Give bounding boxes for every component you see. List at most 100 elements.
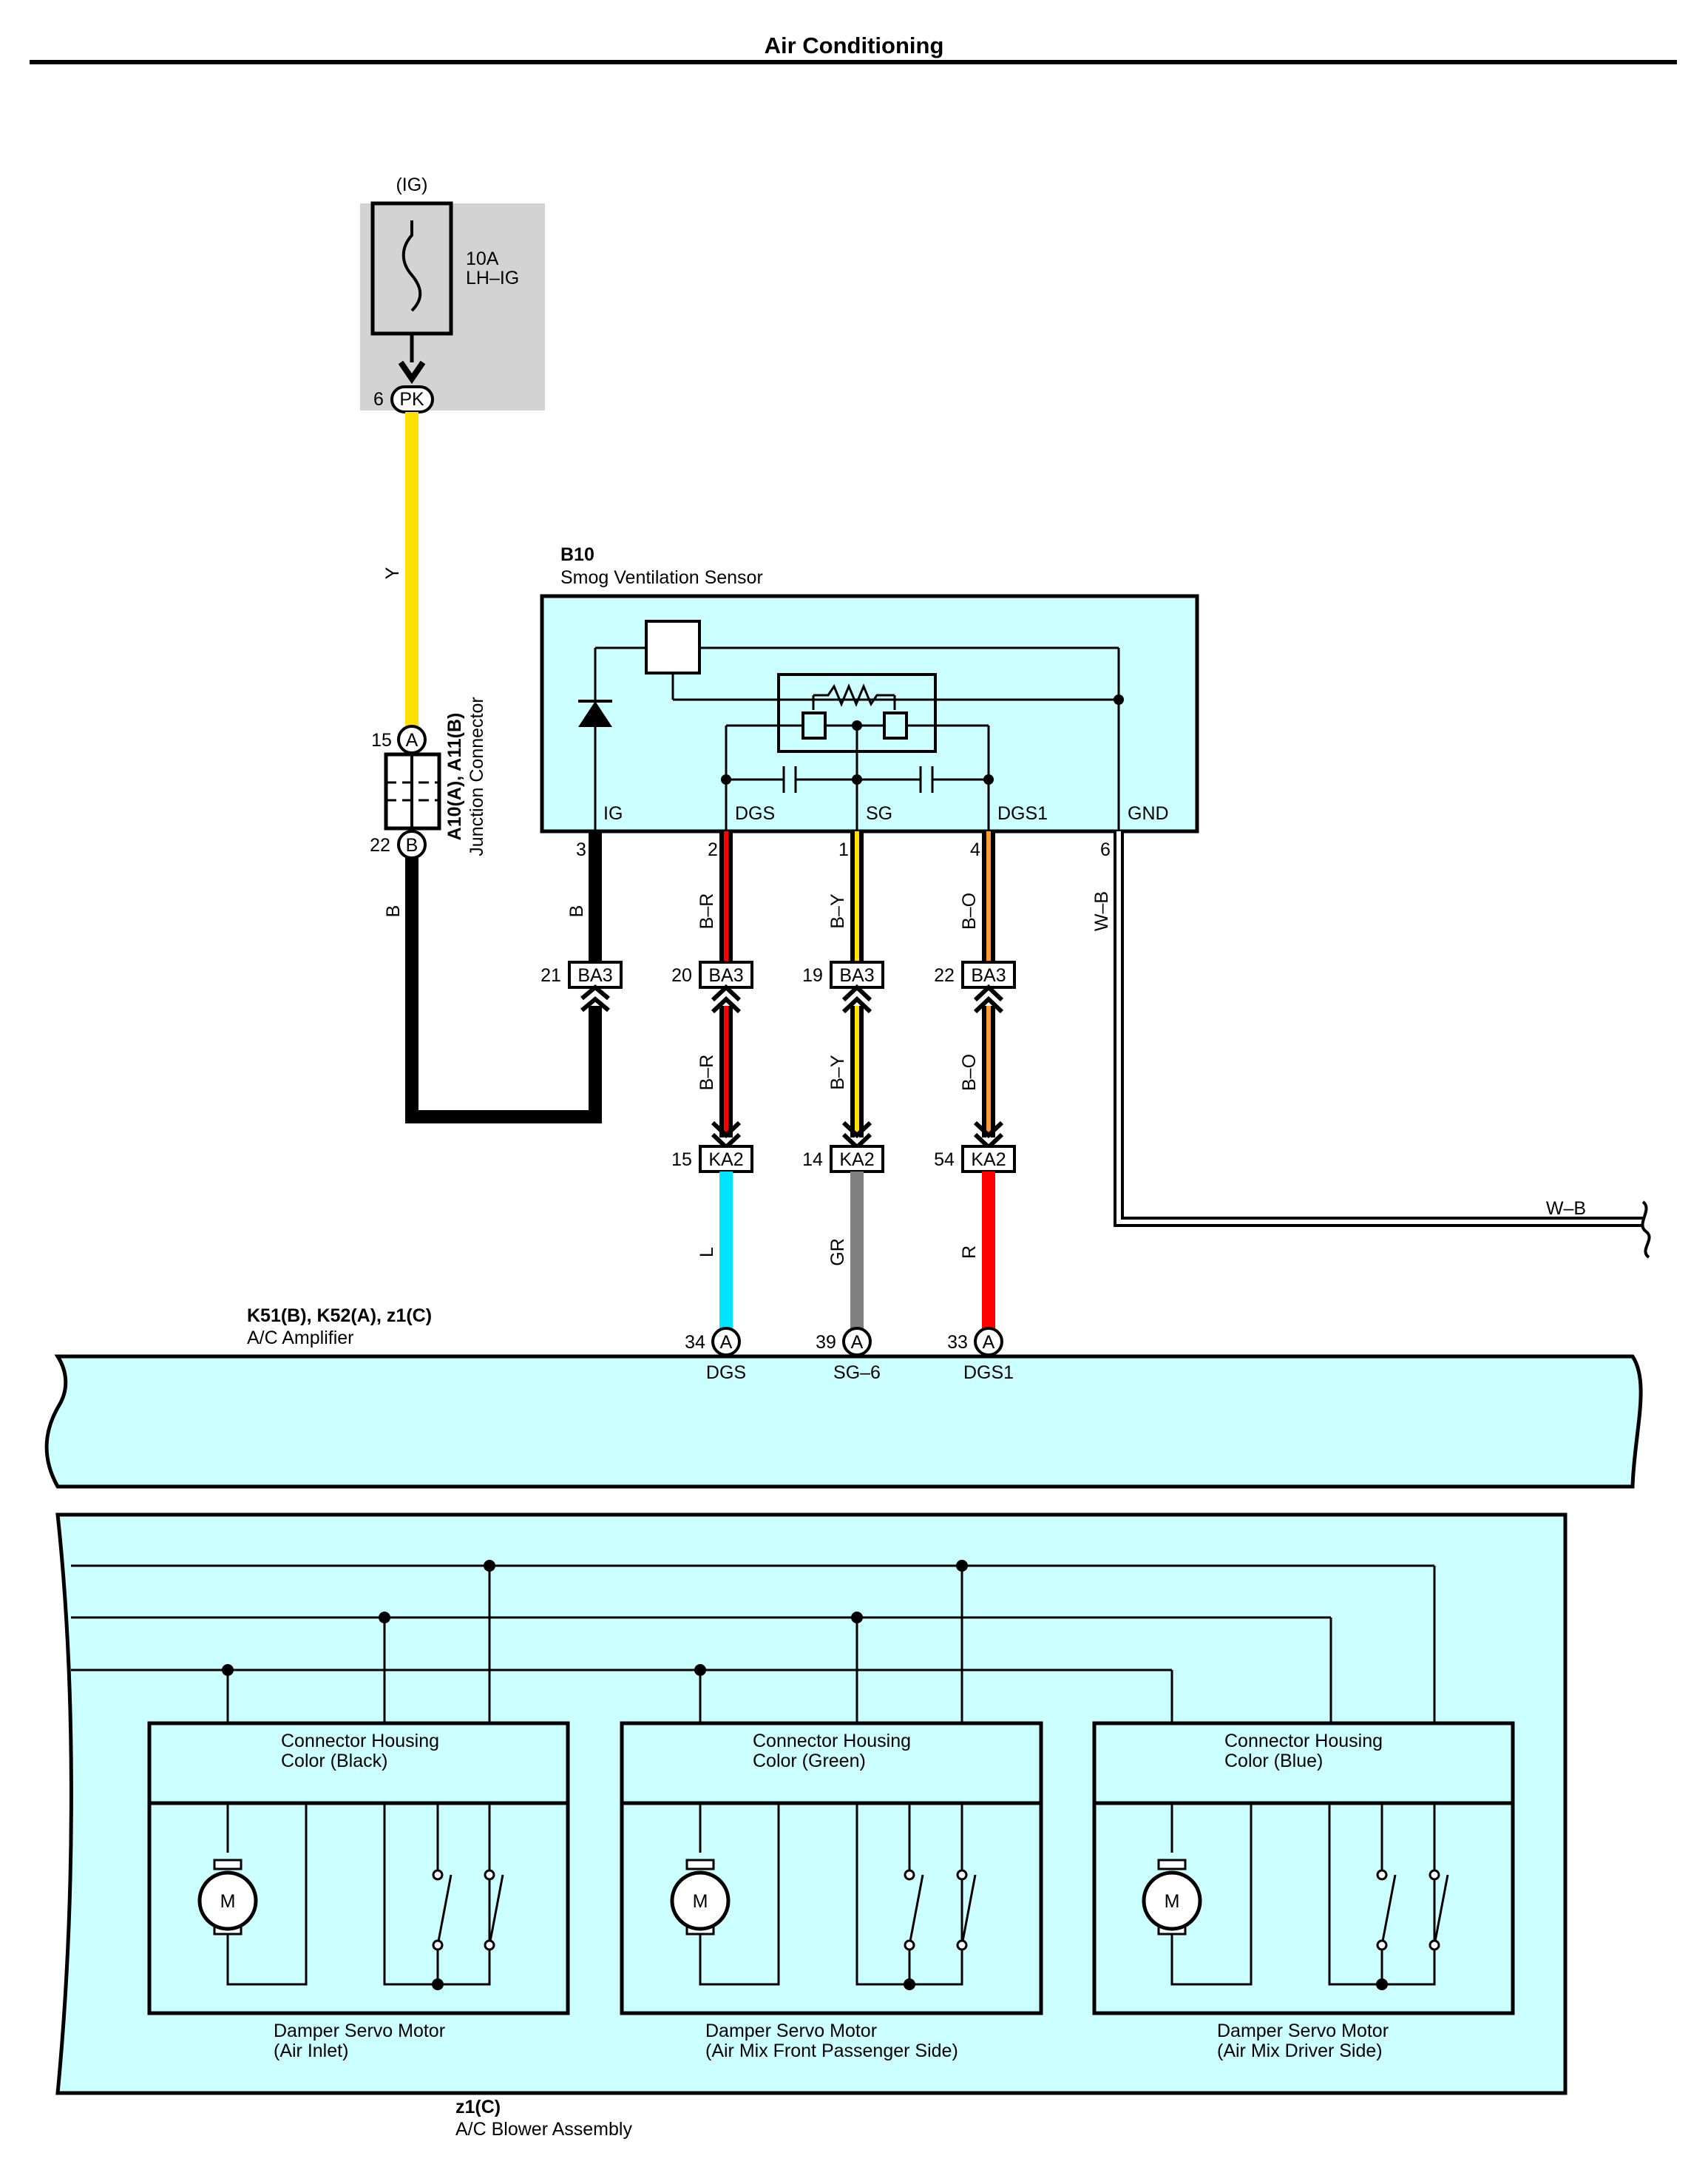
motor-2-name-line2: (Air Mix Front Passenger Side) bbox=[705, 2041, 958, 2061]
wire-b-junction: B bbox=[383, 858, 602, 1123]
fuse-name: LH–IG bbox=[466, 268, 519, 288]
sensor-id: B10 bbox=[560, 544, 594, 565]
ka2-connector-3: KA2 54 bbox=[934, 1145, 1016, 1173]
servo-motor-air-mix-front-passenger: Connector Housing Color (Green) M bbox=[620, 1721, 1043, 2061]
wires-lower: L GR R bbox=[697, 1172, 995, 1328]
junction-connector: A 15 B 22 A10(A), A11(B) Junction Connec… bbox=[370, 697, 487, 859]
ba3-1-number: 21 bbox=[540, 965, 561, 986]
wire-gnd: W–B W–B bbox=[1091, 831, 1651, 1259]
ba3-connectors: BA3 21 BA3 20 BA3 19 BA3 22 bbox=[540, 961, 1016, 1012]
junction-pin-top-code: A bbox=[406, 730, 418, 751]
motor-2-housing-line2: Color (Green) bbox=[753, 1751, 866, 1771]
ba3-2-code: BA3 bbox=[708, 965, 743, 986]
wire-gnd-label: W–B bbox=[1091, 891, 1112, 931]
motor-1-housing-line1: Connector Housing bbox=[281, 1731, 439, 1751]
sensor-pin-number-dgs1: 4 bbox=[970, 839, 980, 860]
ba3-4-number: 22 bbox=[934, 965, 955, 986]
wire-lower-3-label: R bbox=[959, 1245, 980, 1259]
junction-pin-bottom-code: B bbox=[406, 835, 418, 856]
wire-middle-1-label: B–R bbox=[697, 1055, 717, 1091]
amp-pin-3-code: A bbox=[983, 1332, 995, 1353]
sensor-pin-name-sg: SG bbox=[866, 803, 892, 824]
wire-y: Y bbox=[382, 412, 418, 726]
wire-middle-2-label: B–Y bbox=[827, 1055, 848, 1090]
motor-3-housing-line2: Color (Blue) bbox=[1224, 1751, 1323, 1771]
sensor-pin-name-dgs: DGS bbox=[735, 803, 775, 824]
ka2-1-number: 15 bbox=[671, 1149, 692, 1170]
ka2-2-code: KA2 bbox=[839, 1149, 874, 1170]
ka2-2-number: 14 bbox=[802, 1149, 823, 1170]
wire-gnd-continue-label: W–B bbox=[1546, 1198, 1586, 1219]
ba3-1-code: BA3 bbox=[577, 965, 612, 986]
fuse-rating: 10A bbox=[466, 249, 499, 269]
ka2-connector-1: KA2 15 bbox=[671, 1145, 753, 1173]
junction-pin-top-number: 15 bbox=[371, 730, 392, 751]
wire-y-label: Y bbox=[382, 567, 403, 579]
amp-pin-1-number: 34 bbox=[685, 1332, 705, 1353]
fuse-pin-number: 6 bbox=[373, 389, 384, 410]
amp-pin-2-number: 39 bbox=[816, 1332, 836, 1353]
fuse-pin-code: PK bbox=[399, 389, 424, 410]
motor-3-motor-icon bbox=[1142, 1870, 1202, 1931]
fuse-circuit-label: (IG) bbox=[396, 175, 427, 195]
sensor-pin-name-dgs1: DGS1 bbox=[997, 803, 1048, 824]
ba3-connector-4: BA3 22 bbox=[934, 961, 1016, 989]
sensor-name: Smog Ventilation Sensor bbox=[560, 567, 763, 588]
wire-continuation-icon bbox=[1641, 1200, 1651, 1259]
motor-2-housing-line1: Connector Housing bbox=[753, 1731, 911, 1751]
wire-lower-2-label: GR bbox=[827, 1238, 848, 1266]
blower-id: z1(C) bbox=[455, 2097, 501, 2117]
ac-amplifier: K51(B), K52(A), z1(C) A/C Amplifier A A … bbox=[44, 1305, 1643, 1489]
motor-3-name-line1: Damper Servo Motor bbox=[1217, 2021, 1389, 2041]
junction-id: A10(A), A11(B) bbox=[444, 713, 465, 841]
motor-1-motor-icon bbox=[197, 1870, 258, 1931]
ba3-connector-3: BA3 19 bbox=[802, 961, 884, 989]
ka2-3-code: KA2 bbox=[971, 1149, 1006, 1170]
ba3-connector-2: BA3 20 bbox=[671, 961, 753, 989]
sensor-pin-number-dgs: 2 bbox=[708, 839, 718, 860]
ba3-3-number: 19 bbox=[802, 965, 823, 986]
ba3-connector-1: BA3 21 bbox=[540, 961, 623, 1012]
sensor-pin-name-ig: IG bbox=[603, 803, 623, 824]
blower-assembly: Connector Housing Color (Black) M bbox=[55, 1512, 1568, 2140]
sensor-pin-number-sg: 1 bbox=[838, 839, 849, 860]
motor-2-symbol: M bbox=[693, 1891, 708, 1912]
sensor-pin-number-ig: 3 bbox=[576, 839, 586, 860]
amplifier-body bbox=[44, 1354, 1643, 1489]
motor-1-name-line2: (Air Inlet) bbox=[274, 2041, 348, 2061]
wire-upper-1-label: B–R bbox=[697, 893, 717, 930]
fuse-element-icon bbox=[401, 220, 422, 312]
blower-bus-lines bbox=[71, 1564, 1436, 1723]
fuse-block: (IG) 10A LH–IG PK 6 bbox=[360, 175, 545, 413]
amp-pin-2-code: A bbox=[851, 1332, 864, 1353]
wire-upper-3-label: B–O bbox=[959, 893, 980, 930]
blower-name: A/C Blower Assembly bbox=[455, 2119, 632, 2140]
ka2-1-code: KA2 bbox=[708, 1149, 743, 1170]
ka2-connectors: KA2 15 KA2 14 KA2 54 bbox=[671, 1145, 1016, 1173]
amp-pin-1-name: DGS bbox=[706, 1362, 746, 1383]
wires-middle: B–R B–Y B–O bbox=[697, 984, 1004, 1151]
ka2-connector-2: KA2 14 bbox=[802, 1145, 884, 1173]
amp-pin-2-name: SG–6 bbox=[833, 1362, 881, 1383]
wire-b-junction-label: B bbox=[383, 905, 404, 918]
wire-b-ig: B bbox=[566, 831, 602, 961]
motor-2-motor-icon bbox=[670, 1870, 731, 1931]
fuse-arrow-icon bbox=[398, 360, 426, 385]
amp-pin-3-name: DGS1 bbox=[963, 1362, 1014, 1383]
amp-pin-3-number: 33 bbox=[947, 1332, 968, 1353]
page-title: Air Conditioning bbox=[765, 33, 944, 58]
wires-upper: B–R B–Y B–O bbox=[697, 831, 995, 961]
sensor-diode-icon bbox=[578, 701, 612, 727]
wire-middle-3-label: B–O bbox=[959, 1054, 980, 1091]
motor-1-symbol: M bbox=[220, 1891, 236, 1912]
motor-3-name-line2: (Air Mix Driver Side) bbox=[1217, 2041, 1383, 2061]
sensor-pin-name-gnd: GND bbox=[1128, 803, 1169, 824]
motor-3-housing-line1: Connector Housing bbox=[1224, 1731, 1383, 1751]
servo-motor-air-inlet: Connector Housing Color (Black) M bbox=[147, 1721, 570, 2061]
ka2-3-number: 54 bbox=[934, 1149, 955, 1170]
junction-name: Junction Connector bbox=[467, 697, 487, 856]
ba3-4-code: BA3 bbox=[971, 965, 1006, 986]
servo-motor-air-mix-driver: Connector Housing Color (Blue) M bbox=[1092, 1721, 1515, 2061]
sensor-pin-number-gnd: 6 bbox=[1100, 839, 1111, 860]
amplifier-name: A/C Amplifier bbox=[247, 1328, 353, 1348]
